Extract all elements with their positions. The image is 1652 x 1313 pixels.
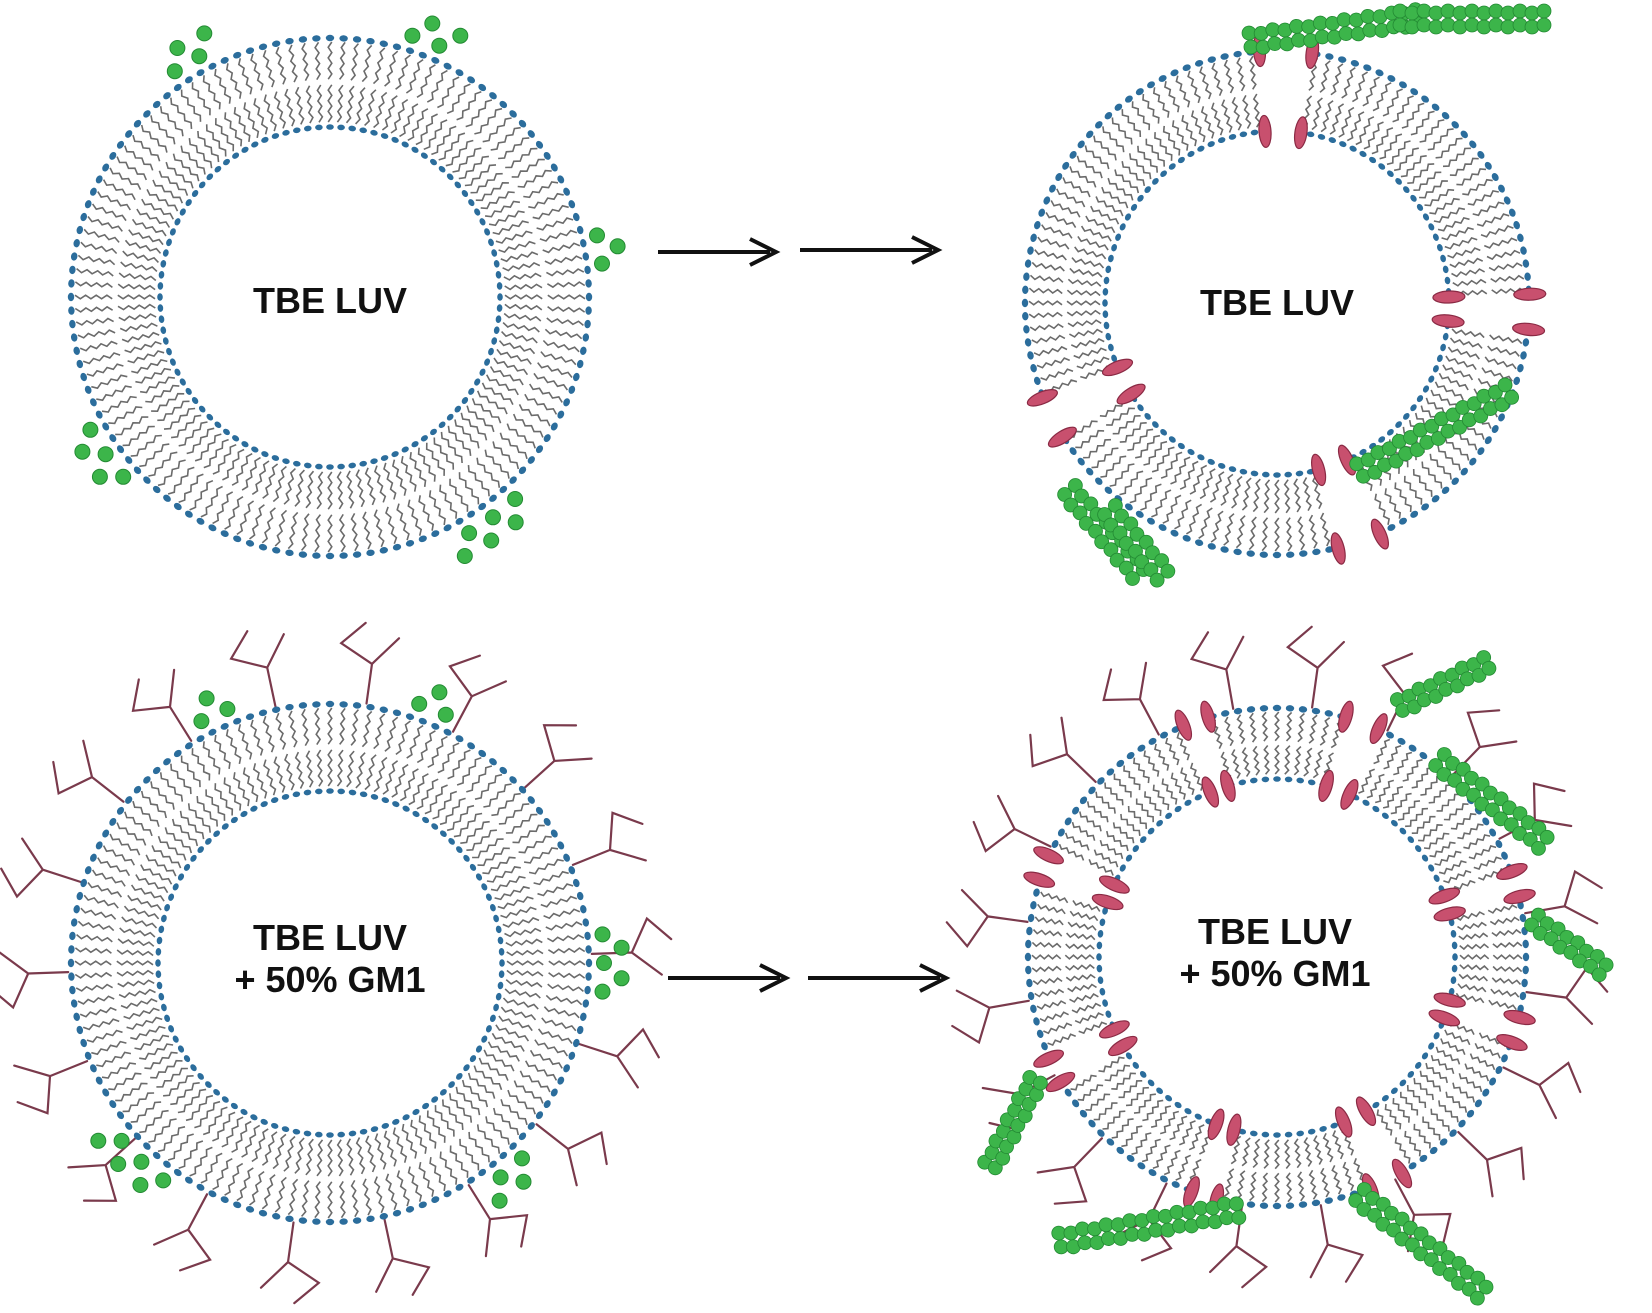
lipid-bilayer-bottom-left <box>67 700 593 1226</box>
vesicle-label-bottom-right-line2: + 50% GM1 <box>1179 953 1370 994</box>
vesicle-top-right: TBE LUV <box>1021 2 1552 588</box>
lipid-bilayer-bottom-right <box>1024 704 1530 1210</box>
arrow-pair-bottom <box>668 963 951 993</box>
arrow-right-icon <box>668 963 791 993</box>
vesicle-label-bottom-left-line1: TBE LUV <box>253 917 407 958</box>
arrow-right-icon <box>808 963 951 993</box>
arrow-right-icon <box>800 235 943 265</box>
amyloid-fibrils-bottom-right <box>977 650 1614 1306</box>
vesicle-label-top-right: TBE LUV <box>1200 282 1354 323</box>
protein-monomers-bottom-left <box>90 684 630 1209</box>
gm1-glycans-bottom-left <box>0 621 673 1305</box>
vesicle-label-top-left: TBE LUV <box>253 280 407 321</box>
amyloid-fibrils-top-right <box>1057 2 1552 588</box>
vesicle-label-bottom-right-line1: TBE LUV <box>1198 911 1352 952</box>
lipid-bilayer-top-left <box>67 34 593 560</box>
membrane-pores-bottom-right <box>1023 700 1536 1216</box>
arrow-right-icon <box>658 237 781 267</box>
protein-monomers-top-left <box>74 15 626 564</box>
arrow-pair-top <box>658 235 943 267</box>
vesicle-bottom-right: TBE LUV + 50% GM1 <box>945 625 1614 1306</box>
vesicle-top-left: TBE LUV <box>67 15 626 564</box>
vesicle-bottom-left: TBE LUV + 50% GM1 <box>0 621 673 1305</box>
vesicle-label-bottom-left-line2: + 50% GM1 <box>234 959 425 1000</box>
